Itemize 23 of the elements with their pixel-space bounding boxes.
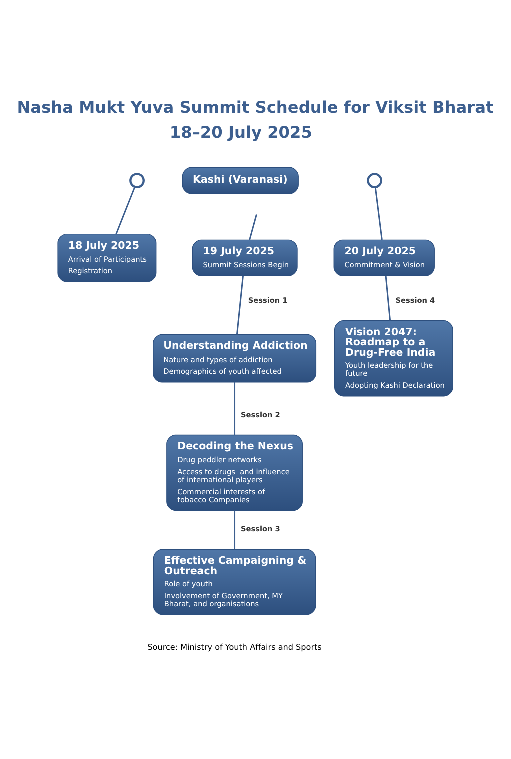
node-box: 20 July 2025 Commitment & Vision [334,240,435,276]
connector [374,187,383,240]
connector [234,510,236,550]
connector [236,276,244,335]
node-box: 19 July 2025 Summit Sessions Begin [192,240,298,276]
edge-label: Session 4 [396,296,436,305]
node-box: 18 July 2025 Arrival of Participants Registration [58,234,157,282]
edge-label: Session 1 [248,296,288,305]
node-circle [367,173,383,188]
label: 18–20 July 2025 [170,122,312,142]
diagram-title: Nasha Mukt Yuva Summit Schedule for Viksit Bharat [17,98,494,118]
node-circle [130,173,145,188]
node-box: Kashi (Varanasi) [182,167,299,194]
node-box: Decoding the Nexus Drug peddler networks Access to drugs and influence of international players Commercial interests of tobacco Companies [166,434,303,512]
connector [249,214,258,240]
node-box: Understanding Addiction Nature and types of addiction Demographics of youth affected [153,334,317,383]
node-box: Effective Campaigning & Outreach Role of youth Involvement of Government, MY Bharat, and organisations [153,549,316,616]
edge-label: Session 3 [241,524,280,534]
connector [234,382,236,436]
edge-label: Session 2 [241,410,280,420]
connector [385,276,392,321]
connector [116,186,136,234]
node-box: Vision 2047: Roadmap to a Drug-Free India Youth leadership for the future Adopting Kashi Declaration [334,320,454,397]
